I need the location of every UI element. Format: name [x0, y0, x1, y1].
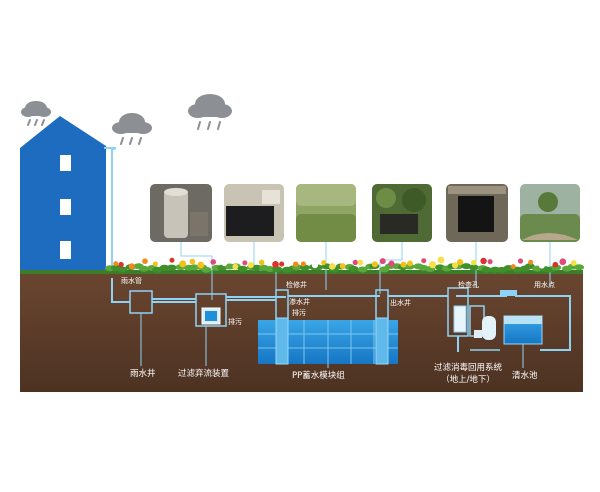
photo-garden-plants — [372, 184, 432, 242]
clear-water-tank — [503, 315, 543, 368]
photo-filter-unit — [150, 184, 212, 242]
label-inspection-well: 检修井 — [286, 281, 307, 289]
photo-module-install — [224, 184, 284, 242]
label-outlet-well: 出水井 — [390, 299, 411, 307]
house-icon — [20, 116, 117, 278]
photo-park-landscape — [520, 184, 580, 242]
label-filter-diverter: 过滤弃流装置 — [178, 369, 230, 379]
label-discharge-2: 排污 — [292, 309, 306, 317]
label-filter-system: 过滤消毒回用系统 — [433, 363, 502, 373]
rain-cloud-icon — [21, 101, 51, 126]
rain-cloud-icon — [188, 94, 232, 130]
pp-storage-module — [258, 317, 398, 368]
label-inspection-hole: 检查孔 — [458, 281, 479, 289]
label-rainwater-well: 雨水井 — [130, 369, 156, 379]
label-water-point: 用水点 — [534, 281, 555, 289]
filtration-disinfection-system — [447, 287, 516, 340]
label-pp-storage: PP蓄水模块组 — [292, 371, 345, 381]
label-filter-system-location: （地上/地下） — [441, 375, 495, 385]
label-infiltration-well: 渗水井 — [289, 298, 310, 306]
filter-diverter-device — [201, 307, 221, 325]
label-clear-water-tank: 清水池 — [512, 371, 538, 381]
photo-grass-lawn — [296, 184, 356, 242]
label-discharge-1: 排污 — [228, 318, 242, 326]
rain-cloud-icon — [112, 113, 152, 145]
label-rainwater-pipe: 雨水管 — [121, 277, 142, 285]
flower-bed — [104, 256, 585, 273]
photo-tank-pit — [446, 184, 508, 242]
